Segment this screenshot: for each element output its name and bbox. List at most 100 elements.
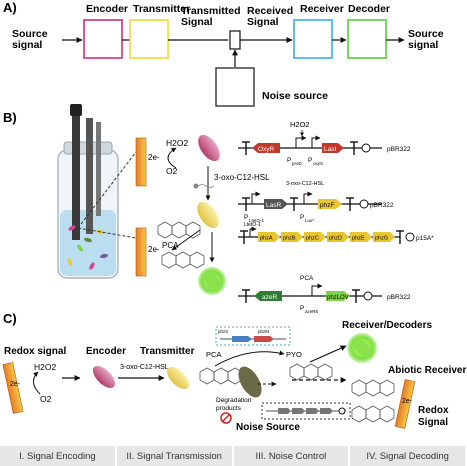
phzg-gene-label: phzG — [375, 236, 388, 242]
plasmid-3-label: p15A* — [416, 235, 434, 242]
transmitter-cell-b — [197, 201, 219, 229]
receiver-cell-c — [351, 337, 373, 359]
transmitter-label: Transmitter — [133, 3, 190, 15]
noise-circuit-genes — [278, 408, 333, 414]
oxyr-gene-label: OxyR — [258, 146, 275, 153]
c2-promoter-1: P — [244, 214, 248, 221]
received-signal-label-2: Signal — [247, 16, 279, 28]
c-arrow-pca-pyo — [214, 350, 285, 367]
pca-structure-c — [199, 367, 243, 385]
prohibited-icon-slash — [221, 413, 231, 423]
electrode-encode — [135, 137, 147, 187]
arrow-to-pca — [171, 229, 201, 251]
electrode-decode — [135, 227, 147, 277]
lasr-gene-label: LasR — [266, 202, 281, 209]
bioreactor-bottle — [57, 104, 119, 279]
pyo-structure — [289, 363, 333, 381]
redox-signal-out-2: Signal — [418, 417, 448, 428]
zoom-line-1 — [77, 151, 137, 229]
circuit-4: azeR phzLOV — [238, 283, 382, 303]
phzc-gene-label: phzC — [306, 236, 319, 242]
electron-label-c1: 2e- — [10, 381, 21, 388]
decoder-label: Decoder — [348, 3, 390, 15]
c1-promoter-2-sub: oxyS — [313, 161, 323, 166]
c-transmitter-label: Transmitter — [140, 346, 195, 357]
phzd-gene-label: phzD — [329, 236, 342, 242]
output-signal-label-2: signal — [408, 39, 438, 51]
phza-gene-label: phzA — [260, 236, 273, 242]
mini-gene-2 — [254, 336, 274, 342]
c3-promoter: LtetO-1 — [244, 222, 261, 228]
c-encoder-label: Encoder — [86, 346, 126, 357]
encoder-cell-b — [198, 134, 220, 162]
c1-promoter-1-sub: proD — [292, 161, 303, 166]
receiver-decoders-label: Receiver/Decoders — [342, 320, 432, 331]
circuit-2: LasR phzF — [238, 191, 382, 211]
circuit-1: OxyR LasI — [238, 135, 382, 155]
c4-pca-label: PCA — [300, 275, 314, 282]
lasi-gene-label: LasI — [324, 146, 336, 153]
c1-h2o2-label: H2O2 — [290, 120, 310, 129]
c4-promoter: P — [300, 305, 304, 312]
electrode-c-left — [2, 362, 24, 414]
stage-transmission: II. Signal Transmission — [116, 446, 234, 466]
source-signal-label-2: signal — [12, 39, 42, 51]
mini-phzm-label: phzM — [258, 329, 269, 334]
stage-noise-control: III. Noise Control — [233, 446, 351, 466]
c-pca-label: PCA — [206, 350, 221, 359]
panel-c-label: C) — [3, 311, 17, 326]
phzf-gene-label: phzF — [320, 202, 334, 209]
phze-gene-label: phzE — [352, 236, 365, 242]
h2o2-label-c: H2O2 — [34, 362, 56, 372]
pca-label-b: PCA — [162, 241, 179, 250]
receiver-structure-2 — [351, 405, 395, 423]
noise-source-box — [215, 67, 255, 107]
phzlov-gene-label: phzLOV — [327, 295, 349, 301]
plasmid-2-label: pBR322 — [370, 202, 394, 209]
c-hsl-label: 3-oxo-C12-HSL — [120, 364, 169, 371]
noise-circuit-plasmid — [338, 407, 346, 415]
receiver-label: Receiver — [300, 3, 344, 15]
source-signal-label-1: Source — [12, 28, 48, 40]
noise-source-label: Noise source — [262, 90, 328, 102]
hsl-label-b: 3-oxo-C12-HSL — [214, 173, 270, 182]
prohibited-icon — [220, 412, 232, 424]
plasmid-1-label: pBR322 — [387, 146, 411, 153]
c-pyo-label: PYO — [286, 350, 302, 359]
panel-b-label: B) — [3, 110, 17, 125]
mini-gene-1 — [232, 336, 252, 342]
o2-label-c: O2 — [40, 394, 52, 404]
degradation-label-1: Degradation — [216, 397, 252, 404]
azer-gene-label: azeR — [262, 294, 277, 301]
figure-canvas: A) Source signal Encoder Transmitter Tra… — [2, 0, 466, 433]
mini-circuit-box — [215, 326, 291, 346]
mini-phzs-label: phzS — [218, 329, 228, 334]
stage-decoding: IV. Signal Decoding — [350, 446, 467, 466]
transmitter-box — [129, 19, 169, 59]
c2-hsl-label: 3-oxo-C12-HSL — [286, 181, 324, 187]
encoder-box — [83, 19, 123, 59]
stage-bar: I. Signal Encoding II. Signal Transmissi… — [0, 446, 467, 466]
hsl-tail-icon — [197, 184, 215, 188]
circuit-3: phzA phzB phzC phzD phzE phzG — [238, 226, 415, 244]
phzb-gene-label: phzB — [283, 236, 296, 242]
c1-promoter-2: P — [308, 157, 312, 164]
encoder-cell-c — [92, 365, 116, 389]
output-signal-label-1: Source — [408, 28, 444, 40]
encoder-label: Encoder — [86, 3, 128, 15]
transmitted-signal-label-2: Signal — [181, 16, 213, 28]
electrode-c-right — [394, 379, 416, 429]
c2-promoter-2-sub: Lux* — [305, 218, 314, 223]
transmitter-cell-c — [166, 366, 190, 390]
receiver-cell-b — [204, 270, 220, 292]
phenazine-structure-1 — [157, 221, 201, 239]
stage-encoding: I. Signal Encoding — [0, 446, 117, 466]
electron-label-c2: 2e- — [402, 398, 413, 405]
c4-promoter-sub: azeR5 — [305, 309, 319, 314]
hsl-molecule-icon — [193, 183, 199, 189]
c-arrow-to-decoder — [309, 345, 347, 363]
channel-node — [229, 30, 241, 50]
noise-circuit-box — [261, 402, 351, 420]
h2o2-label-b: H2O2 — [166, 138, 188, 148]
electron-label-b2: 2e- — [148, 245, 160, 254]
